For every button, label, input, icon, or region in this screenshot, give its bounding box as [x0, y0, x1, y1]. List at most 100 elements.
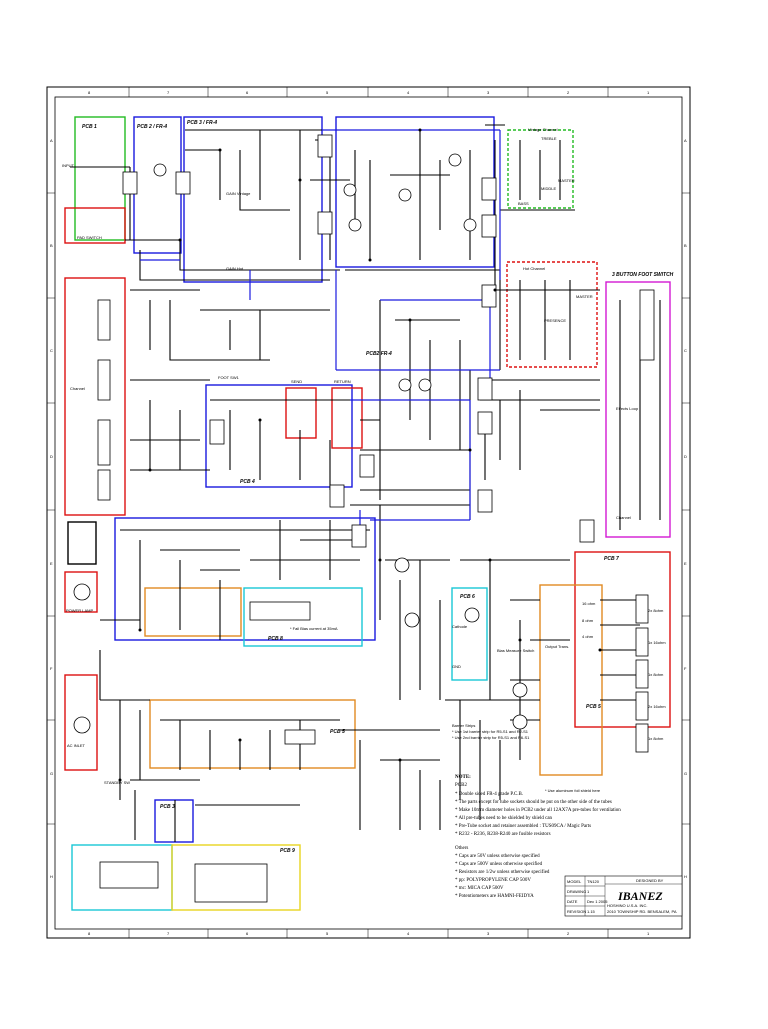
note-pcb2: PCB2: [455, 783, 467, 788]
ac-inlet-label: AC INLET: [67, 743, 86, 748]
title-block-key: REVISION: [567, 909, 586, 914]
speaker-jack-label: 2x 16ohm: [648, 704, 666, 709]
note-line: * Pre-Tube socket and retainer assembled…: [455, 824, 591, 829]
tube-icon: [463, 218, 477, 232]
connector: [477, 377, 493, 401]
grid-row-label: E: [684, 561, 687, 566]
grid-row-label: B: [684, 243, 687, 248]
master-label: MASTER: [558, 178, 575, 183]
speaker-jack-label: 1x 8ohm: [648, 672, 664, 677]
connector: [481, 214, 497, 238]
barrier-note-line: * Use 1st barrier strip for R5-S1 and R2…: [452, 729, 529, 734]
grid-labels: 8 7 6 5 4 3 2 1 8 7 6 5 4 3 2 1 A B C D …: [50, 90, 687, 936]
grid-row-label: D: [50, 454, 53, 459]
small-box-outline: [67, 521, 97, 565]
pcb-label: PCB 9: [280, 848, 295, 854]
grid-col-label: 7: [167, 931, 170, 936]
barrier-note-line: * Use 2nd barrier strip for R5-S1 and R6…: [452, 735, 530, 740]
company-name: HOSHINO U.S.A. INC.: [607, 903, 647, 908]
pcb-label: PCB 4: [240, 479, 255, 485]
connector: [477, 489, 493, 513]
pcb3-outline: [183, 116, 323, 283]
pcb-label: PCB 5: [586, 704, 601, 710]
grid-col-label: 8: [88, 90, 91, 95]
output-trans-label: Output Trans.: [545, 644, 569, 649]
master-hot-label: MASTER: [576, 294, 593, 299]
connector: [97, 359, 111, 401]
jack: [635, 594, 649, 624]
title-block: MODEL TN120 DRAWING 1 DATE Dec 1 2005 RE…: [564, 875, 683, 917]
ohm-label: 8 ohm: [582, 618, 594, 623]
tube-icon: [394, 557, 410, 573]
ohm-label: 16 ohm: [582, 601, 596, 606]
tube-icon: [512, 714, 528, 730]
grid-col-label: 2: [567, 90, 570, 95]
note-title: NOTE:: [455, 775, 471, 780]
others-title: Others: [455, 846, 468, 851]
tube-icon: [448, 153, 462, 167]
grid-col-label: 5: [326, 90, 329, 95]
gain-hot-label: GAIN Hot: [226, 266, 244, 271]
others-line: * Resistors are 1/2w unless otherwise sp…: [455, 870, 550, 875]
others-line: * Caps are 50V unless otherwise specifie…: [455, 854, 540, 859]
pcb9-outline: [171, 844, 301, 911]
grid-row-label: G: [50, 771, 53, 776]
pcb7-outline: [574, 551, 671, 728]
bass-label: BASS: [518, 201, 529, 206]
pcb8-outline: [243, 587, 363, 647]
note-line: * R232 - R236, R238-R240 are fusible res…: [455, 832, 551, 837]
grid-col-label: 3: [487, 931, 490, 936]
pcb-label: PCB 5: [330, 729, 345, 735]
connector: [579, 519, 595, 543]
pcb-label: PCB 8: [268, 636, 283, 642]
hot-channel-label: Hot Channel: [523, 266, 545, 271]
tube-icon: [404, 612, 420, 628]
pad-switch-label: PAD SWITCH: [77, 235, 102, 240]
grid-row-label: H: [684, 874, 687, 879]
grid-row-label: C: [50, 348, 53, 353]
tube-symbols: [73, 153, 528, 734]
footswitch-outline: [605, 281, 671, 538]
grid-row-label: A: [50, 138, 53, 143]
standby-label: STANDBY SW: [104, 780, 130, 785]
grid-row-label: F: [684, 666, 687, 671]
barrier-note-line: Barrier Strips: [452, 723, 475, 728]
title-block-value: TN120: [587, 879, 600, 884]
footsw-label: FOOT SW1: [218, 375, 240, 380]
grid-col-label: 7: [167, 90, 170, 95]
hot-channel-outline: [506, 261, 598, 368]
pad-switch-outline: [64, 207, 126, 244]
designer-label: DESIGNED BY: [636, 878, 664, 883]
others-line: * mc: MICA CAP 500V: [455, 886, 504, 891]
tube-icon: [348, 218, 362, 232]
pcb-orange-mid-outline: [144, 587, 242, 637]
title-block-key: MODEL: [567, 879, 582, 884]
title-block-key: DRAWING: [567, 889, 586, 894]
pcb-orange-low-outline: [149, 699, 356, 769]
gain-vintage-label: GAIN Vintage: [226, 191, 251, 196]
connector: [639, 289, 655, 361]
send-label: SEND: [291, 379, 302, 384]
grid-row-label: H: [50, 874, 53, 879]
grid-col-label: 2: [567, 931, 570, 936]
ac-inlet-outline: [64, 674, 98, 771]
bias-measure-label: Bias Measure Switch: [497, 648, 534, 653]
pcb-label: PCB 6: [460, 594, 475, 600]
grid-col-label: 4: [407, 931, 410, 936]
grid-col-label: 8: [88, 931, 91, 936]
connector: [477, 411, 493, 435]
company-address: 2010 TOWNSHIP RD. BENSALEM, PA: [607, 909, 677, 914]
grid-col-label: 3: [487, 90, 490, 95]
gnd-label: GND: [452, 664, 461, 669]
grid-row-label: E: [50, 561, 53, 566]
grid-col-label: 6: [246, 90, 249, 95]
connector: [209, 419, 225, 445]
connector: [351, 524, 367, 548]
treble-label: TREBLE: [541, 136, 557, 141]
inner-border: [54, 96, 683, 930]
jack: [635, 627, 649, 657]
speaker-jack-label: 1x 8ohm: [648, 736, 664, 741]
power-lamp-outline: [64, 571, 98, 613]
pcb-label: PCB 1: [82, 124, 97, 130]
